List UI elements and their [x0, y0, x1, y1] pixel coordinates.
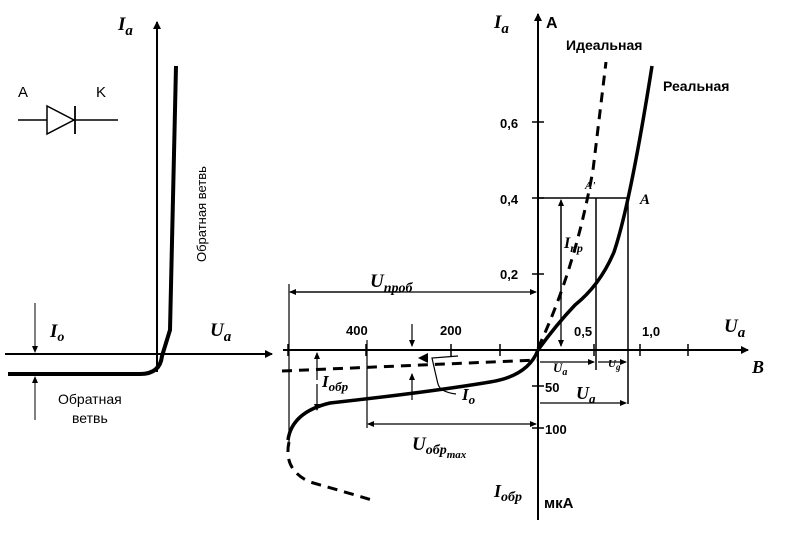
y-tick-0-2: 0,2 [500, 267, 518, 282]
right-x-unit: B [751, 357, 764, 377]
u-breakdown-label: Uпроб [370, 271, 414, 296]
ideal-reverse-line [281, 358, 539, 373]
i-forward-label: Iпр [563, 235, 583, 255]
right-x-axis-label: Ua [724, 316, 746, 341]
x-tick-1-0: 1,0 [642, 324, 660, 339]
left-iv-curve [8, 65, 178, 376]
rev-tick-100: 100 [545, 422, 567, 437]
left-y-axis-label: Ia [117, 14, 133, 39]
left-i0-label: Io [49, 321, 64, 345]
x-tick-0-5: 0,5 [574, 324, 592, 339]
ideal-curve-label: Идеальная [566, 37, 642, 53]
u-rev-max-label: Uобрmax [412, 434, 467, 461]
breakdown-dashed-tail [286, 441, 373, 502]
u-a-prime-label: Ua [553, 360, 567, 378]
bottom-i-reverse-label: Iобр [493, 481, 522, 505]
y-tick-0-4: 0,4 [500, 192, 519, 207]
point-a-label: A [639, 192, 650, 208]
i0-label: Io [461, 385, 476, 407]
bottom-unit: мкА [544, 495, 574, 512]
u-g-label: Ug [608, 358, 621, 372]
y-tick-0-6: 0,6 [500, 116, 518, 131]
x-tick-200: 200 [440, 323, 462, 338]
x-tick-400: 400 [346, 323, 368, 338]
diode-symbol-icon [18, 104, 118, 136]
i-reverse-label: Iобр [321, 372, 349, 394]
forward-branch-label: Обратная ветвь [194, 166, 209, 262]
right-y-axis-label: Ia [493, 12, 509, 37]
left-iv-diagram: A K Ia Ua Io Обратная ветвь Обратная вет… [5, 14, 273, 426]
i0-leader [431, 355, 459, 395]
u-a-dim-label: Ua [576, 383, 596, 406]
reverse-branch-label-line1: Обратная [58, 391, 122, 407]
real-curve-label: Реальная [663, 78, 729, 94]
right-iv-diagram: Ia A Идеальная Реальная 0,6 0,4 0,2 50 1… [281, 12, 764, 520]
right-y-unit: A [546, 15, 558, 32]
x-ticks [287, 344, 689, 356]
i0-leader-arrow [418, 353, 428, 363]
point-a-prime-label: A' [584, 180, 595, 192]
ideal-curve [536, 61, 608, 349]
left-x-axis-label: Ua [210, 320, 232, 345]
rev-tick-50: 50 [545, 380, 559, 395]
anode-label: A [18, 84, 28, 101]
reverse-branch-label-line2: ветвь [72, 410, 108, 426]
real-curve [286, 65, 654, 441]
cathode-label: K [96, 84, 106, 101]
